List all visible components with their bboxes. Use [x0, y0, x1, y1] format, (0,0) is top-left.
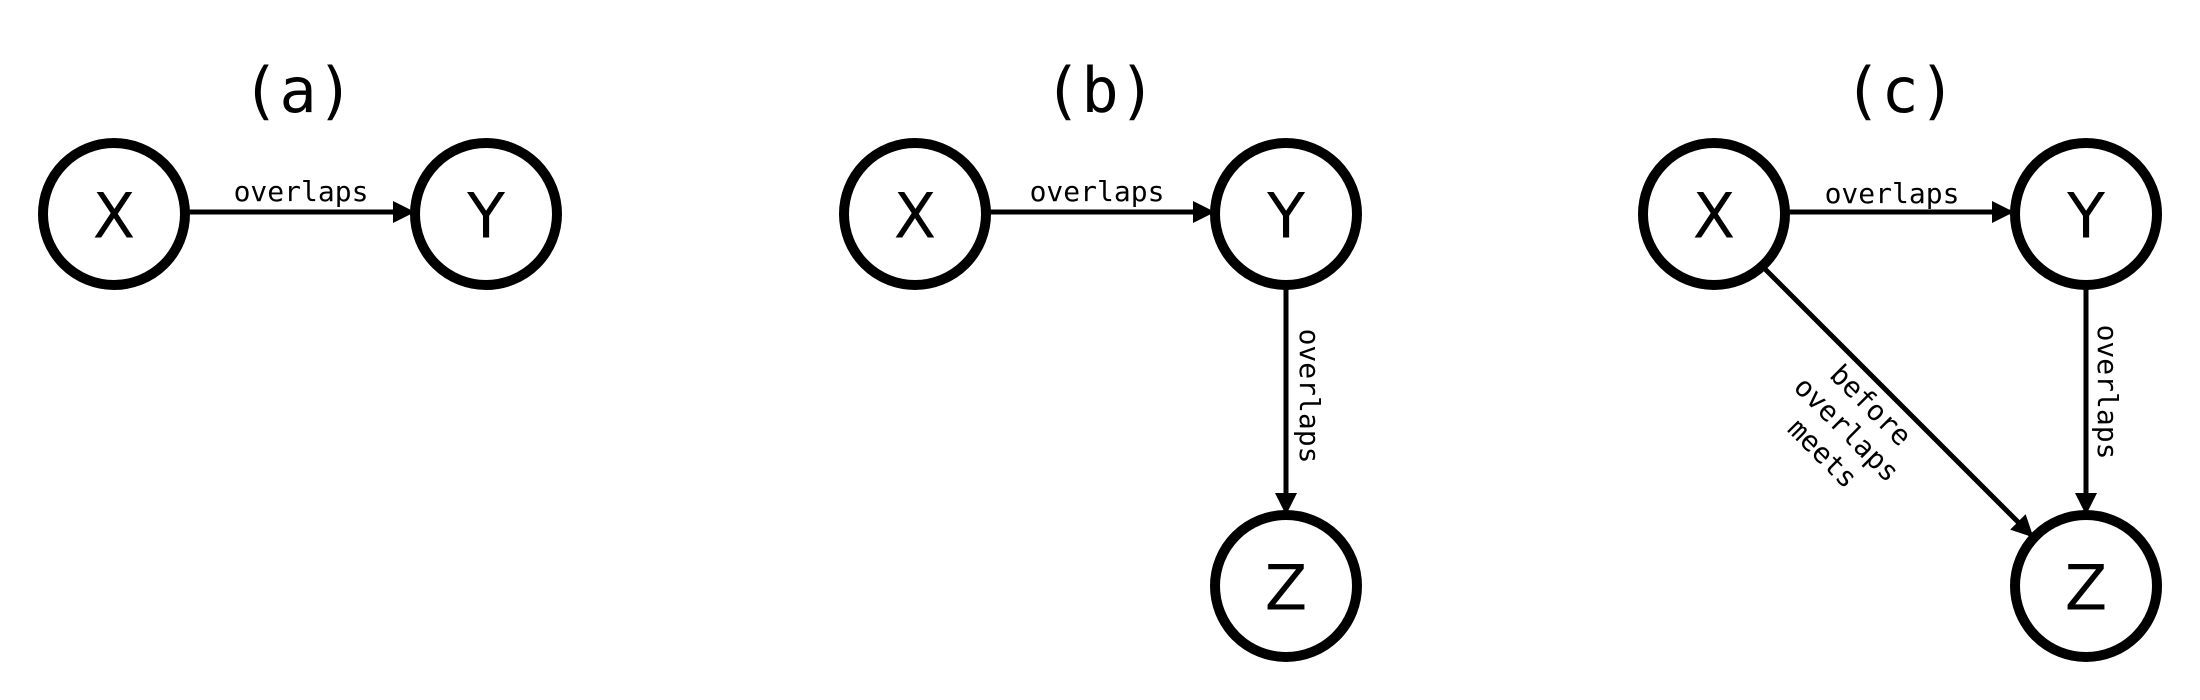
- node-label: Y: [2066, 180, 2105, 253]
- panel-b-node-y: Y: [1210, 138, 1362, 290]
- edge-label-group: before overlaps meets: [1781, 358, 1918, 495]
- node-label: Y: [466, 180, 505, 253]
- panel-c-node-x: X: [1638, 138, 1790, 290]
- panel-c-edge-x-z: before overlaps meets: [1762, 266, 2034, 538]
- node-label: Y: [1266, 180, 1305, 253]
- panel-c: (c) overlaps overlaps before overlaps me…: [1638, 54, 2162, 662]
- edge-label: overlaps: [234, 175, 369, 208]
- panel-b-label: (b): [1044, 54, 1156, 127]
- edge-arrow: [1762, 266, 2034, 538]
- panel-b-edge-y-z: overlaps: [1275, 286, 1326, 515]
- panel-a-label: (a): [242, 54, 354, 127]
- panel-a: (a) overlaps X Y: [38, 54, 562, 290]
- panel-b: (b) overlaps overlaps X Y Z: [839, 54, 1362, 662]
- panel-b-node-z: Z: [1210, 510, 1362, 662]
- panel-c-label: (c): [1844, 54, 1956, 127]
- node-label: Z: [1265, 552, 1307, 625]
- panel-c-edge-x-y: overlaps: [1789, 177, 2014, 223]
- node-label: X: [894, 180, 936, 253]
- panel-b-node-x: X: [839, 138, 991, 290]
- panel-c-edge-y-z: overlaps: [2075, 286, 2124, 515]
- edge-label: overlaps: [1030, 175, 1165, 208]
- node-label: Z: [2065, 552, 2107, 625]
- node-label: X: [93, 180, 135, 253]
- panel-c-node-z: Z: [2010, 510, 2162, 662]
- edge-label: overlaps: [2091, 325, 2124, 460]
- panel-b-edge-x-y: overlaps: [990, 175, 1215, 223]
- edge-label: overlaps: [1825, 177, 1960, 210]
- panel-a-edge-x-y: overlaps: [188, 175, 415, 223]
- panel-c-node-y: Y: [2010, 138, 2162, 290]
- panel-a-node-y: Y: [410, 138, 562, 290]
- node-label: X: [1693, 180, 1735, 253]
- edge-label: overlaps: [1293, 329, 1326, 464]
- panel-a-node-x: X: [38, 138, 190, 290]
